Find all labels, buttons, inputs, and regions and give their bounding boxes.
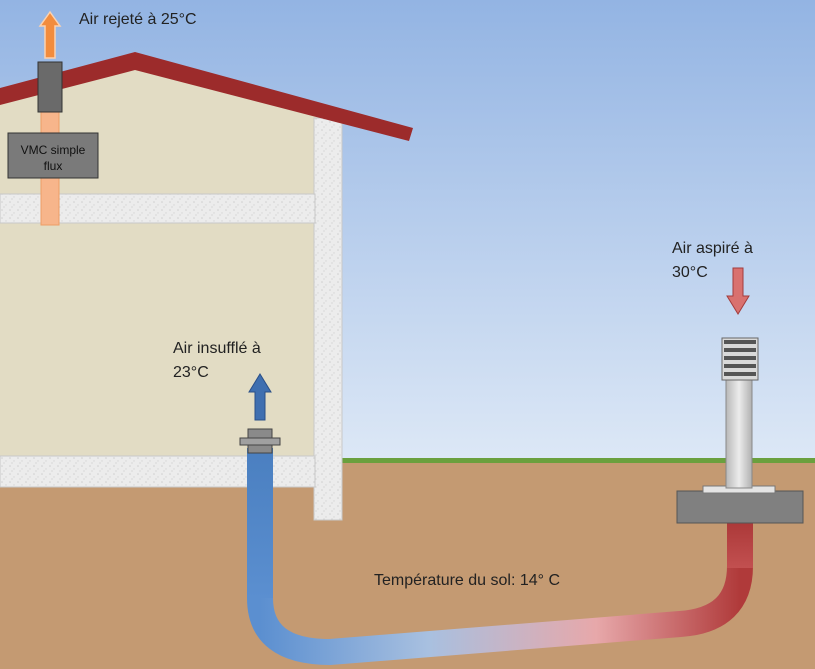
intake-label-line2: 30°C [672, 264, 708, 281]
supply-outlet-flange [239, 437, 281, 446]
intake-base-plate [676, 490, 804, 524]
vmc-label-line2: flux [43, 159, 63, 173]
intake-label-line1: Air aspiré à [672, 240, 753, 257]
exhaust-up-arrow-icon [38, 10, 62, 59]
grass-line [0, 458, 815, 464]
buried-pipe [247, 448, 753, 666]
intake-down-arrow-icon [726, 267, 750, 315]
supply-label-line2: 23°C [173, 364, 209, 381]
soil-temperature-label: Température du sol: 14° C [374, 572, 561, 589]
right-wall-insulation [313, 117, 343, 521]
vmc-label: VMC simple flux [9, 138, 97, 178]
supply-up-arrow-icon [248, 373, 272, 421]
supply-label-line1: Air insufflé à [173, 340, 261, 357]
vmc-label-line1: VMC simple [20, 143, 86, 157]
roof [0, 52, 413, 141]
exhaust-label: Air rejeté à 25°C [79, 11, 197, 28]
supply-label: Air insufflé à 23°C [173, 337, 261, 385]
intake-chimney-tube [725, 375, 753, 489]
intake-label: Air aspiré à 30°C [672, 237, 753, 285]
exhaust-duct-cap [37, 61, 63, 113]
supply-pipe-vertical [247, 448, 273, 598]
vmc-unit [7, 132, 99, 179]
intake-chimney-grille [721, 337, 759, 381]
